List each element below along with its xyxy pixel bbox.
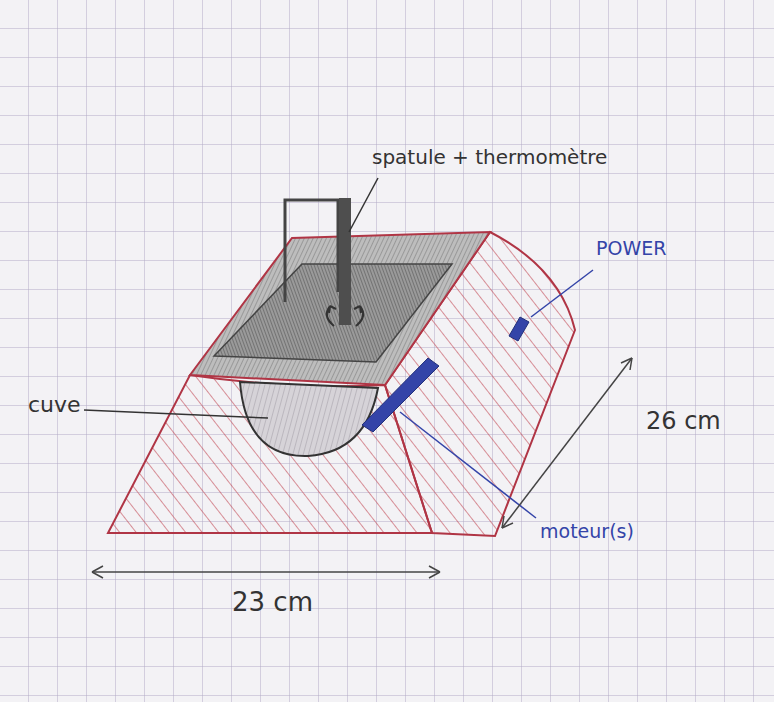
thermometer-shaft <box>339 198 351 325</box>
front-face <box>108 375 432 533</box>
rotation-arrow <box>354 306 363 326</box>
dimension-arrow <box>502 358 632 528</box>
part-label: moteur(s) <box>540 521 634 542</box>
lid-opening <box>214 264 452 362</box>
part-label: spatule + thermomètre <box>372 146 607 168</box>
part-label: POWER <box>596 238 666 259</box>
leader-line <box>531 270 593 317</box>
leader-line <box>400 412 536 518</box>
rotation-arrow <box>327 306 336 326</box>
leader-line <box>84 410 268 418</box>
spatula-frame <box>285 200 338 302</box>
leader-line <box>349 178 378 232</box>
dimension-arrow <box>92 566 440 578</box>
part-label: cuve <box>28 393 81 417</box>
power-switch <box>509 317 529 341</box>
dimension-label: 23 cm <box>232 588 313 617</box>
motor <box>362 358 439 432</box>
tank <box>240 382 378 456</box>
dimension-label: 26 cm <box>646 408 721 434</box>
